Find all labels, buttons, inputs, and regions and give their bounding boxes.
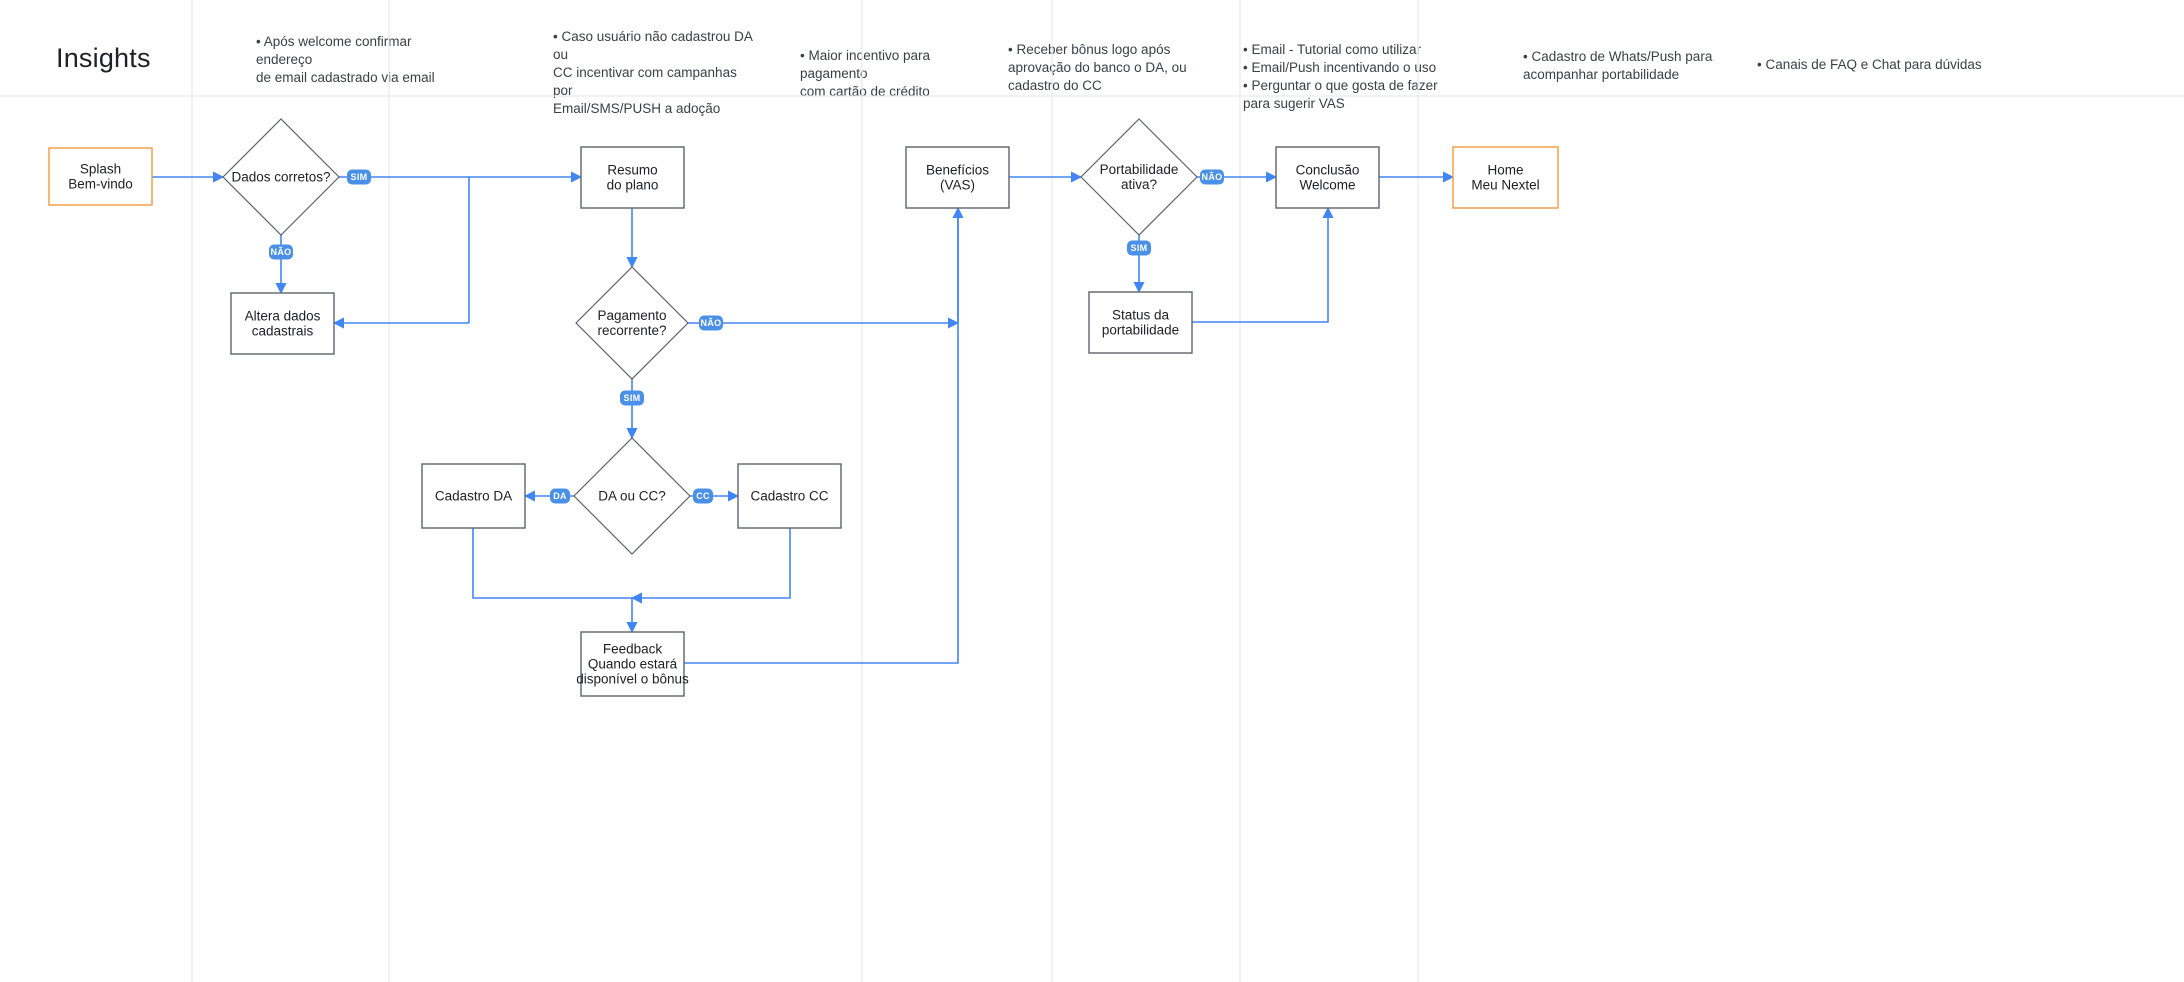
insight-note-4: • Receber bônus logo após aprovação do b… [1008,41,1203,95]
insight-note-text: • Caso usuário não cadastrou DA ou CC in… [553,29,753,116]
badge-label: DA [553,491,567,501]
insight-note-5: • Email - Tutorial como utilizar • Email… [1243,41,1443,113]
badge-label: SIM [351,172,368,182]
node-shape-rect [905,146,1010,209]
node-shape-rect [230,292,335,355]
node-daoucc[interactable]: DA ou CC? [573,437,691,555]
insight-note-text: • Maior incentivo para pagamento com car… [800,48,931,99]
badge-pill [699,315,723,331]
edge-badge-e-port-sim[interactable]: SIM [1127,240,1151,256]
connector-e-feedback-beneficios [684,206,964,664]
badge-label: SIM [1131,243,1148,253]
node-shape-rect [1275,146,1380,209]
badge-label: NÃO [701,318,722,328]
node-label: Benefícios(VAS) [926,163,989,193]
node-shape-rect [1088,291,1193,354]
badge-label: CC [696,491,710,501]
connector-e-cc-feedback [630,528,791,604]
node-dados[interactable]: Dados corretos? [222,118,340,236]
node-cadastro-cc[interactable]: Cadastro CC [737,463,842,529]
badge-pill [1200,169,1224,185]
edge-badge-e-daoucc-da[interactable]: DA [550,488,570,504]
insight-note-6: • Cadastro de Whats/Push para acompanhar… [1523,48,1728,84]
edge-badge-e-pagamento-sim[interactable]: SIM [620,390,644,406]
node-shape-rect [48,147,153,206]
edge-badge-e-pagamento-nao[interactable]: NÃO [699,315,723,331]
connectors-layer [152,171,1455,664]
insight-note-1: • Após welcome confirmar endereço de ema… [256,33,466,87]
connector-e-da-feedback [472,528,638,634]
node-shape-diamond [1080,118,1198,236]
insight-note-text: • Canais de FAQ e Chat para dúvidas [1757,57,1982,72]
node-label: Dados corretos? [231,170,330,185]
badge-label: SIM [624,393,641,403]
node-shape-diamond [575,266,689,380]
badge-label: NÃO [271,247,292,257]
insight-note-text: • Após welcome confirmar endereço de ema… [256,34,435,85]
edge-badge-e-dados-sim[interactable]: SIM [347,169,371,185]
edge-badge-e-daoucc-cc[interactable]: CC [693,488,713,504]
edge-badge-e-dados-nao[interactable]: NÃO [269,244,293,260]
node-beneficios[interactable]: Benefícios(VAS) [905,146,1010,209]
node-label: Cadastro CC [750,489,828,504]
node-shape-rect [580,631,685,697]
node-shape-rect [580,146,685,209]
connector-e-status-conclusao [1192,206,1334,323]
insight-note-7: • Canais de FAQ e Chat para dúvidas [1757,56,1987,74]
insight-note-text: • Cadastro de Whats/Push para acompanhar… [1523,49,1713,82]
node-shape-rect [1452,146,1559,209]
node-shape-rect [737,463,842,529]
badge-pill [269,244,293,260]
badge-pill [693,488,713,504]
node-label: Cadastro DA [435,489,512,504]
node-shape-diamond [573,437,691,555]
node-shape-diamond [222,118,340,236]
insight-note-text: • Receber bônus logo após aprovação do b… [1008,42,1187,93]
edge-badges-layer: SIM NÃO NÃO SIM DA CC NÃO SIM [269,169,1224,504]
badge-pill [620,390,644,406]
insight-note-text: • Email - Tutorial como utilizar • Email… [1243,42,1438,111]
badge-pill [347,169,371,185]
badge-label: NÃO [1202,172,1223,182]
badge-pill [550,488,570,504]
node-label: DA ou CC? [598,489,666,504]
node-shape-rect [421,463,526,529]
node-cadastro-da[interactable]: Cadastro DA [421,463,526,529]
edge-badge-e-port-nao[interactable]: NÃO [1200,169,1224,185]
page-title: Insights [56,43,151,73]
insight-note-3: • Maior incentivo para pagamento com car… [800,47,1000,101]
insight-note-2: • Caso usuário não cadastrou DA ou CC in… [553,28,758,118]
badge-pill [1127,240,1151,256]
